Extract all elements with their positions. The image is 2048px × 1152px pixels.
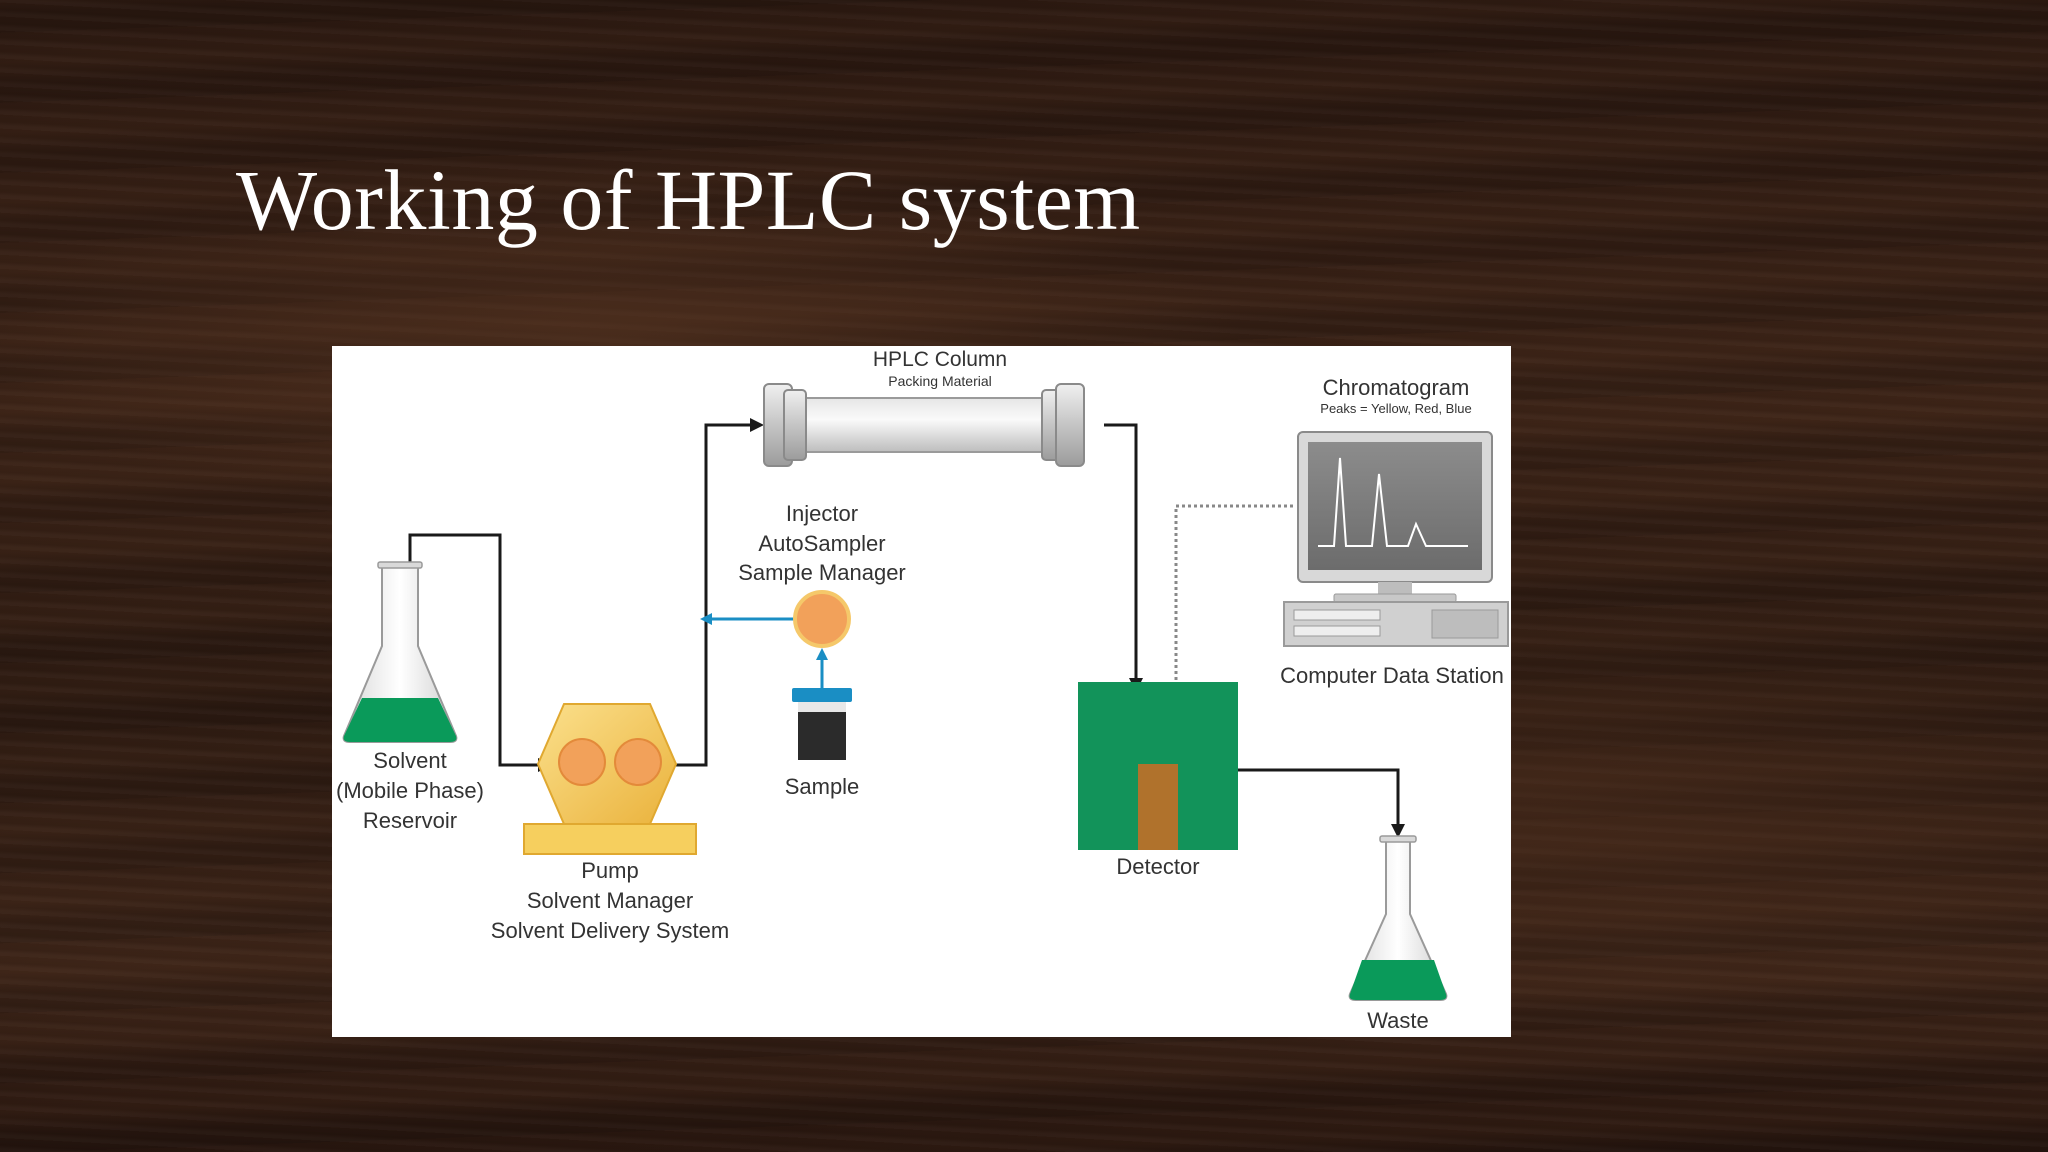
waste-label: Waste bbox=[1367, 1008, 1429, 1033]
monitor-stand bbox=[1333, 593, 1457, 603]
solvent-label-line3: Reservoir bbox=[363, 808, 457, 833]
monitor-neck bbox=[1378, 582, 1412, 596]
injector bbox=[700, 590, 851, 688]
computer-data-station bbox=[1283, 431, 1509, 647]
injector-arrow-head bbox=[700, 613, 712, 625]
chromatogram-trace bbox=[1318, 457, 1468, 547]
chromatogram-title: Chromatogram bbox=[1323, 375, 1470, 400]
hplc-diagram-svg: HPLC Column Packing Material Solvent (Mo… bbox=[336, 348, 1509, 1033]
injector-label-line1: Injector bbox=[786, 501, 858, 526]
detector-to-computer-dotted-line bbox=[1174, 504, 1294, 680]
solvent-flask-rim bbox=[377, 561, 423, 569]
sample-vial-top bbox=[798, 702, 846, 712]
solvent-label-line2: (Mobile Phase) bbox=[336, 778, 484, 803]
sample-vial bbox=[792, 688, 852, 760]
waste-liquid bbox=[1349, 960, 1447, 1000]
injector-disc bbox=[793, 590, 851, 648]
drive-bay-2 bbox=[1293, 625, 1381, 637]
hplc-diagram: HPLC Column Packing Material Solvent (Mo… bbox=[332, 346, 1511, 1037]
slide-title: Working of HPLC system bbox=[236, 152, 1141, 248]
column-fitting-right-outer bbox=[1055, 383, 1085, 467]
column-to-detector-line bbox=[1104, 423, 1138, 678]
injector-label-line2: AutoSampler bbox=[758, 531, 885, 556]
solvent-flask bbox=[342, 561, 458, 743]
pump-label-line3: Solvent Delivery System bbox=[491, 918, 729, 943]
arrow-into-column bbox=[750, 418, 764, 432]
waste-flask-rim bbox=[1379, 835, 1417, 843]
detector-cell bbox=[1138, 764, 1178, 850]
sample-vial-cap bbox=[792, 688, 852, 702]
flow-lines bbox=[408, 423, 1400, 824]
detector bbox=[1078, 682, 1238, 850]
chromatogram-subtitle: Peaks = Yellow, Red, Blue bbox=[1320, 401, 1471, 416]
monitor-screen bbox=[1308, 442, 1482, 570]
pump bbox=[523, 703, 697, 855]
drive-bay-1 bbox=[1293, 609, 1381, 621]
column-title: HPLC Column bbox=[873, 348, 1007, 371]
pump-label-line1: Pump bbox=[581, 858, 638, 883]
injector-label-line3: Sample Manager bbox=[738, 560, 906, 585]
solvent-label-line1: Solvent bbox=[373, 748, 446, 773]
sample-to-injector-arrow-head bbox=[816, 648, 828, 660]
column-tube bbox=[791, 397, 1057, 453]
pump-to-column-line bbox=[672, 423, 750, 767]
pump-disc-right bbox=[614, 738, 662, 786]
pump-base bbox=[523, 823, 697, 855]
waste-flask bbox=[1348, 835, 1448, 1001]
hplc-column bbox=[763, 383, 1085, 467]
pump-disc-left bbox=[558, 738, 606, 786]
solvent-liquid bbox=[343, 698, 457, 742]
arrow-into-waste bbox=[1391, 824, 1405, 838]
pump-label-line2: Solvent Manager bbox=[527, 888, 693, 913]
column-fitting-left-inner bbox=[783, 389, 807, 461]
computer-label: Computer Data Station bbox=[1280, 663, 1504, 688]
computer-vent bbox=[1431, 609, 1499, 639]
column-subtitle: Packing Material bbox=[888, 373, 992, 389]
sample-label: Sample bbox=[785, 774, 860, 799]
detector-label: Detector bbox=[1116, 854, 1199, 879]
detector-to-waste-line bbox=[1236, 768, 1400, 824]
